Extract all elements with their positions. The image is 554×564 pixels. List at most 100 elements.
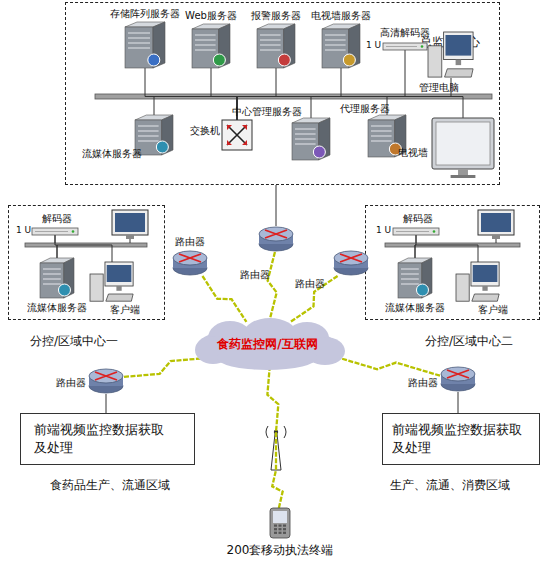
wireless-link: [124, 358, 206, 377]
wire: [130, 239, 131, 243]
server-slot: [401, 273, 419, 274]
pc-monitor: [105, 262, 133, 286]
server-slot: [195, 34, 216, 35]
server-slot: [138, 125, 159, 126]
node-label: Web服务器: [171, 9, 251, 23]
server-slot: [295, 133, 316, 134]
dashbox-node: 分控/区域中心一解码器流媒体服务器客户端: [8, 205, 165, 320]
decoder-node: 高清解码器: [383, 43, 427, 50]
node-label: 路由器: [175, 235, 205, 249]
router-node: 路由器: [258, 226, 294, 252]
decoder-line: [35, 231, 68, 232]
node-label: 流媒体服务器: [82, 147, 142, 161]
router-top: [259, 227, 293, 241]
decoder-icon: [393, 228, 439, 235]
decoder-led: [433, 230, 436, 233]
wireless-link: [268, 252, 277, 321]
phone-key: [283, 532, 286, 534]
monitor-screen: [481, 213, 511, 232]
server-slot: [260, 39, 281, 40]
pc-keyboard: [106, 294, 133, 301]
server-icon: [398, 258, 432, 298]
node-label: 食药品生产、流通区域: [50, 477, 170, 494]
router-node: 路由器: [333, 250, 369, 276]
pc-monitor: [471, 262, 499, 286]
pc-screen: [107, 265, 132, 282]
network-cable: [106, 394, 107, 413]
server-slot: [295, 143, 316, 144]
server-slot: [371, 140, 392, 141]
phone-key: [283, 525, 286, 527]
server-slot: [128, 42, 150, 43]
box-text: 前端视频监控数据获取及处理: [34, 421, 172, 457]
server-icon: [192, 24, 230, 68]
router-icon: [440, 366, 476, 392]
server-node: 流媒体服务器: [398, 258, 432, 298]
server-badge: [213, 54, 225, 66]
server-slot: [260, 44, 281, 45]
unit-label: 1 U: [16, 225, 31, 235]
node-label: 200套移动执法终端: [225, 542, 335, 559]
switch-body: [222, 120, 252, 150]
router-top: [334, 251, 368, 265]
node-label: 报警服务器: [236, 9, 316, 23]
tv-node: 电视墙: [432, 118, 494, 178]
pc-icon: [456, 262, 500, 302]
server-slot: [371, 125, 392, 126]
box-node: 前端视频监控数据获取及处理生产、流通、消费区域: [382, 413, 540, 465]
router-node: 路由器: [172, 250, 208, 276]
pc-keyboard: [445, 69, 474, 77]
server-slot: [138, 140, 159, 141]
router-top: [173, 251, 207, 265]
router-icon: [258, 226, 294, 252]
server-node: 存储阵列服务器: [125, 22, 165, 68]
server-icon: [322, 24, 360, 68]
network-cable: [276, 185, 277, 226]
router-arrows: [340, 254, 362, 262]
switch-node: 交换机: [222, 120, 252, 150]
node-label: 解码器: [403, 212, 433, 226]
network-cable: [145, 68, 237, 120]
router-arrows: [265, 230, 287, 238]
server-badge: [148, 54, 160, 66]
pc-node: 客户端: [456, 262, 500, 302]
server-slot: [43, 283, 61, 284]
server-slot: [401, 283, 419, 284]
decoder-icon: [32, 228, 78, 235]
server-node: 电视墙服务器: [322, 24, 360, 68]
tv-stand: [458, 169, 468, 175]
phone-key: [279, 525, 282, 527]
network-cable: [458, 392, 459, 413]
node-label: 路由器: [295, 277, 325, 291]
router-icon: [172, 250, 208, 276]
decoder-icon: [383, 43, 427, 50]
wireless-link: [290, 276, 338, 322]
server-badge: [343, 54, 355, 66]
server-node: 报警服务器: [257, 24, 295, 68]
decoder-body: [393, 228, 439, 235]
node-label: 客户端: [478, 303, 508, 317]
tv-icon: [432, 118, 494, 178]
monitor-symbol: [478, 210, 514, 243]
pc-icon: [90, 262, 134, 302]
unit-label: 1 U: [366, 40, 381, 50]
switch-arrows: [227, 125, 247, 145]
node-label: 路由器: [56, 376, 86, 390]
router-arrows: [95, 372, 117, 380]
node-label: 交换机: [190, 124, 220, 138]
wireless-link: [202, 276, 246, 322]
server-badge: [58, 284, 70, 296]
node-label: 分控/区域中心一: [30, 333, 118, 350]
server-icon: [40, 258, 74, 298]
phone-key: [274, 528, 277, 530]
monitor-symbol: [112, 210, 148, 243]
node-label: 流媒体服务器: [18, 301, 96, 315]
decoder-line: [386, 46, 417, 47]
router-top: [441, 367, 475, 381]
server-slot: [260, 34, 281, 35]
decoder-led: [421, 45, 424, 48]
node-label: 客户端: [110, 303, 140, 317]
phone-key: [279, 532, 282, 534]
server-slot: [43, 268, 61, 269]
node-label: 存储阵列服务器: [105, 7, 185, 21]
